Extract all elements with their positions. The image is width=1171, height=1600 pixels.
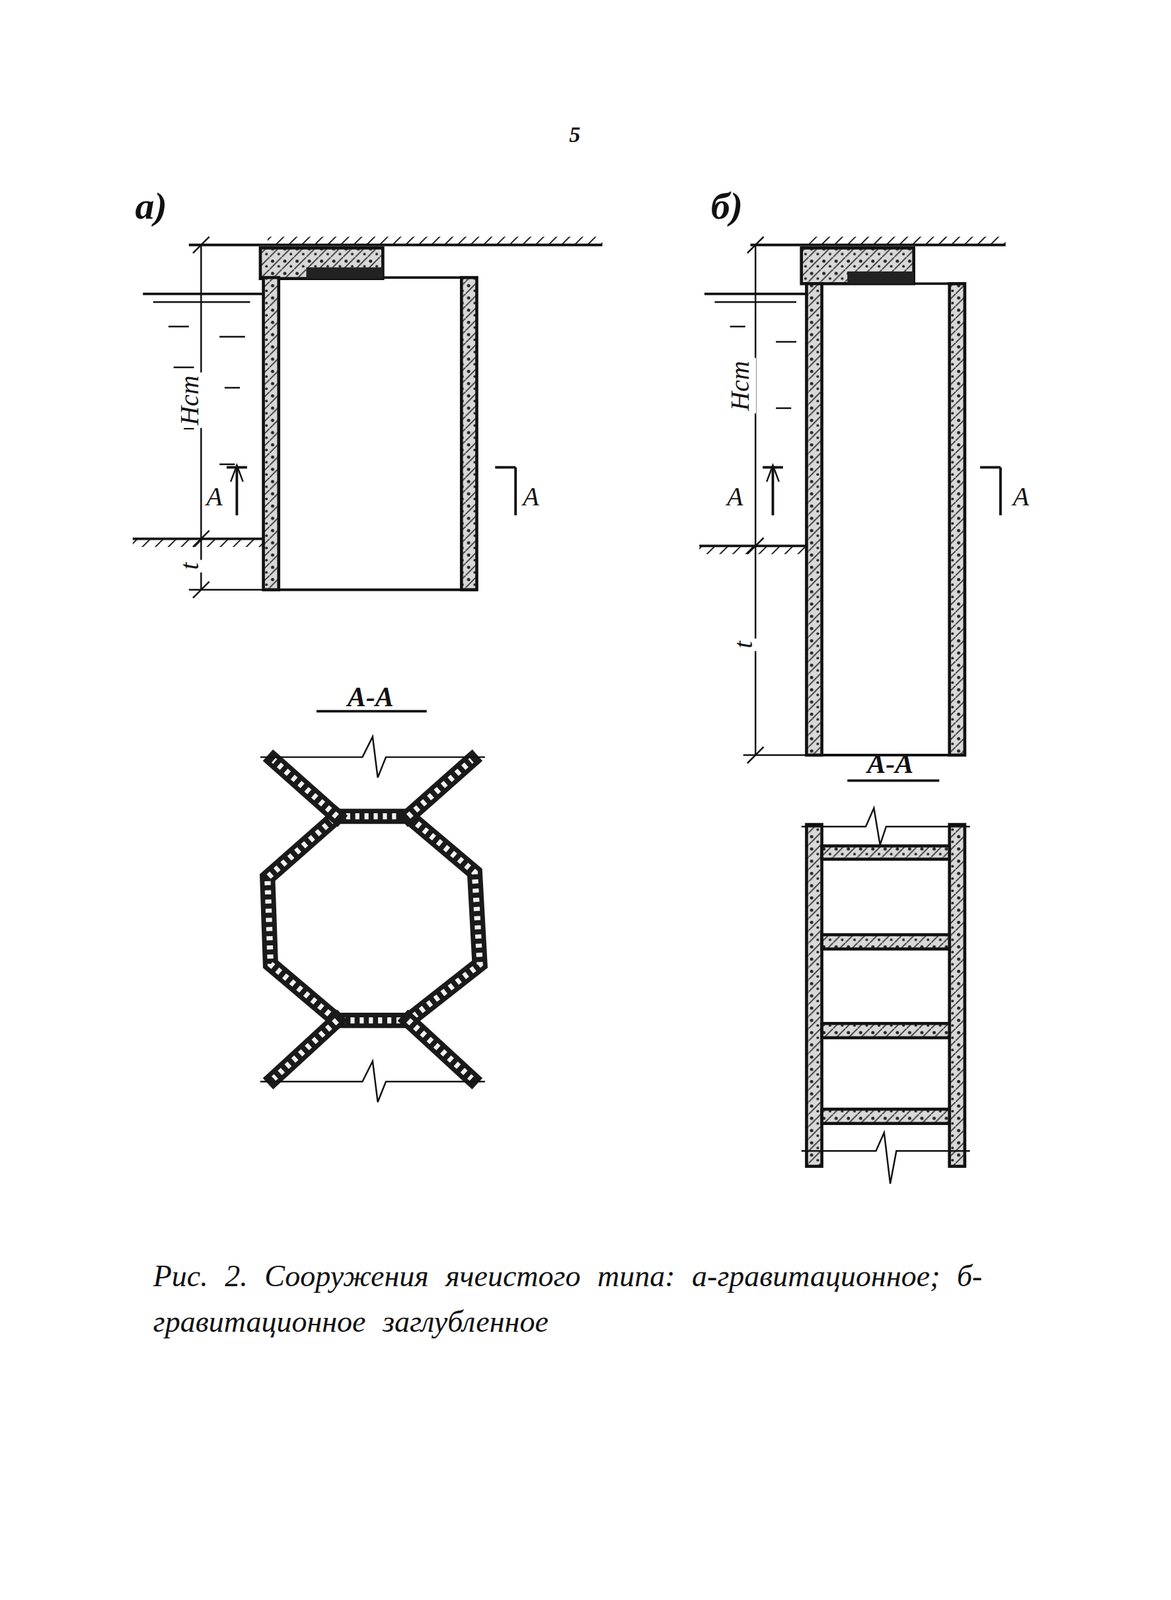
section-mark: A bbox=[522, 482, 539, 512]
dimension-label: Hст bbox=[724, 358, 756, 414]
section-mark: A bbox=[1013, 482, 1029, 512]
section-mark: A bbox=[726, 482, 743, 512]
section-title: А-А bbox=[347, 681, 394, 713]
dimension-label: t bbox=[173, 560, 206, 573]
figure-b bbox=[699, 236, 1006, 1184]
figure-a bbox=[132, 236, 603, 1103]
dimension-label: t bbox=[727, 639, 760, 652]
page-number: 5 bbox=[568, 122, 581, 147]
figure-letter: а) bbox=[134, 185, 167, 228]
dimension-label: Hст bbox=[173, 372, 206, 429]
figure-caption: Рис. 2. Сооружения ячеистого типа: а-гра… bbox=[153, 1253, 1033, 1345]
figure-letter: б) bbox=[711, 185, 743, 228]
section-title: А-А bbox=[867, 748, 914, 779]
section-mark: A bbox=[206, 482, 223, 512]
